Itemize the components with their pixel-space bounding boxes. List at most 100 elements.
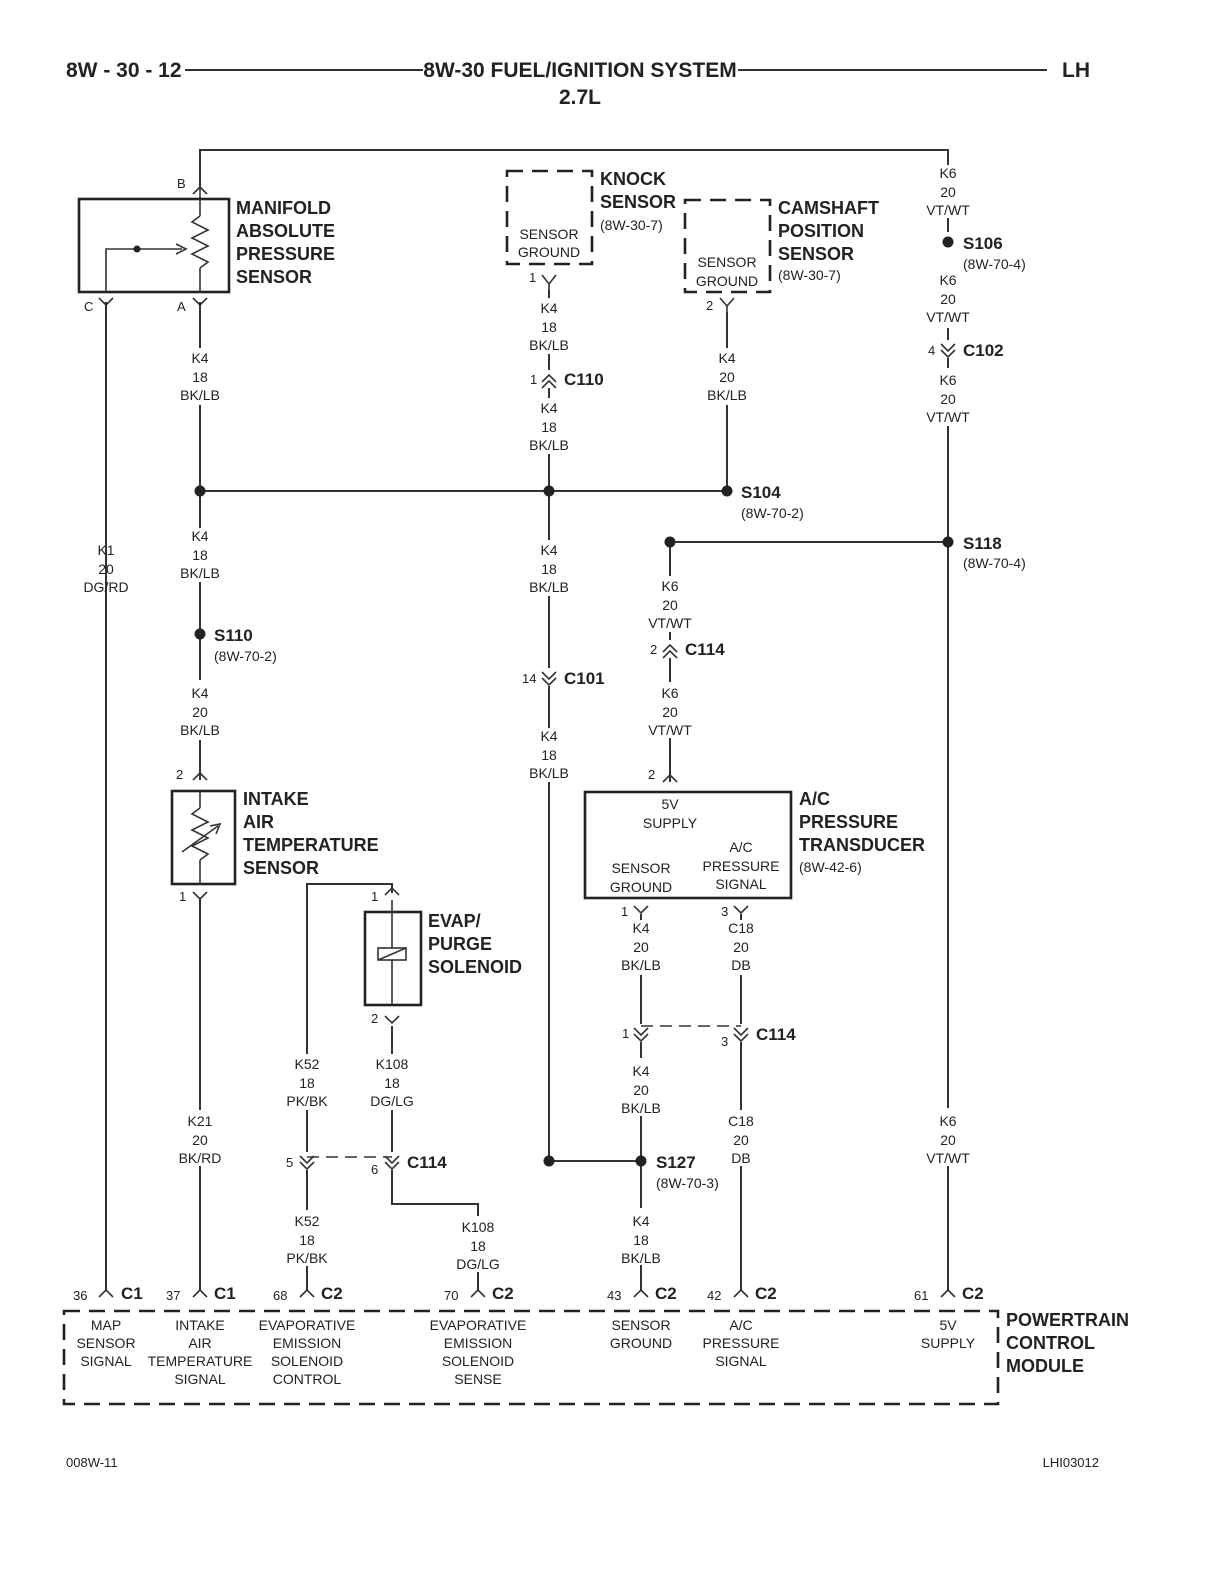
splice-s118: S118 [963, 534, 1002, 553]
wire-color: VT/WT [926, 202, 970, 218]
connector-labels: 1 C110 14 C101 4 C102 2 C114 1 3 C114 5 … [286, 341, 1004, 1177]
pin-symbol [633, 905, 649, 915]
ac-sig-1: A/C [729, 839, 752, 855]
pcm-pin-label: EMISSION [273, 1335, 341, 1351]
wire-color: BK/LB [529, 437, 569, 453]
wire-gauge: 18 [299, 1075, 315, 1091]
evap-pin-2: 2 [371, 1011, 378, 1026]
iat-title-1: INTAKE [243, 789, 309, 809]
wire-circuit: K21 [188, 1113, 213, 1129]
map-pin-c: C [84, 299, 93, 314]
pcm-pin-label: SIGNAL [174, 1371, 226, 1387]
connector-c101: C101 [564, 669, 605, 688]
wire-k108-c [391, 1170, 479, 1216]
wire-color: PK/BK [286, 1250, 328, 1266]
knock-ref: (8W-30-7) [600, 217, 663, 233]
knock-inner-1: SENSOR [519, 226, 578, 242]
wire-gauge: 18 [633, 1232, 649, 1248]
pin-symbol [662, 773, 678, 783]
pcm-title-2: CONTROL [1006, 1333, 1095, 1353]
wire-circuit: K4 [632, 1063, 649, 1079]
wire-color: BK/LB [621, 957, 661, 973]
knock-pin-1: 1 [529, 270, 536, 285]
wire-k52-a [306, 883, 393, 1054]
wire-gauge: 20 [98, 561, 114, 577]
pcm-pin-number: 68 [273, 1288, 287, 1303]
c114-pin-2: 2 [650, 642, 657, 657]
arrow-icon [209, 822, 222, 835]
wire-gauge: 18 [384, 1075, 400, 1091]
c114-pin-6: 6 [371, 1162, 378, 1177]
powertrain-control-module: POWERTRAIN CONTROL MODULE 36 C1 MAP SENS… [62, 1284, 1129, 1406]
splice-dot [664, 536, 676, 548]
wire-color: BK/LB [529, 579, 569, 595]
pin-symbol [384, 1015, 400, 1025]
ac-pin-1: 1 [621, 904, 628, 919]
evap-title-2: PURGE [428, 934, 492, 954]
c110-symbol [541, 373, 557, 389]
pin-symbol [719, 297, 735, 312]
cam-title-2: POSITION [778, 221, 864, 241]
ac-5v-2: SUPPLY [643, 815, 698, 831]
c114-symbol [662, 643, 678, 659]
knock-title-2: SENSOR [600, 192, 676, 212]
ac-sig-3: SIGNAL [715, 876, 767, 892]
splice-s110-ref: (8W-70-2) [214, 648, 277, 664]
pin-symbol [541, 274, 557, 290]
wire-color: PK/BK [286, 1093, 328, 1109]
pcm-pin-label: SENSE [454, 1371, 501, 1387]
ac-5v-1: 5V [661, 796, 679, 812]
cam-inner-2: GROUND [696, 273, 758, 289]
wire-gauge: 20 [733, 939, 749, 955]
wire-color: VT/WT [926, 309, 970, 325]
pcm-pin-label: EVAPORATIVE [259, 1317, 356, 1333]
page-title: 8W-30 FUEL/IGNITION SYSTEM [423, 59, 736, 82]
iat-title-3: TEMPERATURE [243, 835, 379, 855]
wire-color: DB [731, 957, 750, 973]
map-title-2: ABSOLUTE [236, 221, 335, 241]
wire-k6-top-run [199, 149, 949, 187]
pcm-pin-label: SENSOR [76, 1335, 135, 1351]
evap-pin-1: 1 [371, 889, 378, 904]
wire-circuit: K4 [191, 350, 208, 366]
splice-dot-s118 [942, 536, 954, 548]
splice-s106-ref: (8W-70-4) [963, 256, 1026, 272]
wire-circuit: K6 [939, 372, 956, 388]
pcm-connector: C2 [492, 1284, 514, 1303]
c114-pin-5: 5 [286, 1155, 293, 1170]
wire-circuit: K6 [939, 272, 956, 288]
wires [105, 149, 949, 1290]
pcm-connector: C2 [655, 1284, 677, 1303]
connector-c110: C110 [564, 370, 604, 389]
pcm-pin-label: SENSOR [611, 1317, 670, 1333]
pcm-pin-number: 43 [607, 1288, 621, 1303]
pcm-pin-label: A/C [729, 1317, 752, 1333]
wire-circuit: K1 [97, 542, 114, 558]
pcm-pin-number: 61 [914, 1288, 928, 1303]
wire-gauge: 18 [470, 1238, 486, 1254]
pin-symbol [192, 771, 208, 781]
page-id: 8W - 30 - 12 [66, 59, 182, 82]
wire-color: BK/LB [707, 387, 747, 403]
thermistor-arrow [181, 825, 219, 853]
wire-circuit: K4 [540, 400, 557, 416]
wire-gauge: 20 [940, 291, 956, 307]
splice-dot-s110 [194, 628, 206, 640]
wire-circuit: K6 [661, 685, 678, 701]
pcm-pin-label: SIGNAL [80, 1353, 132, 1369]
wire-color: BK/LB [529, 337, 569, 353]
c101-symbol [541, 671, 557, 687]
splice-dot-s104 [721, 485, 733, 497]
splice-dot [543, 1155, 555, 1167]
c114-pin-1: 1 [622, 1026, 629, 1041]
